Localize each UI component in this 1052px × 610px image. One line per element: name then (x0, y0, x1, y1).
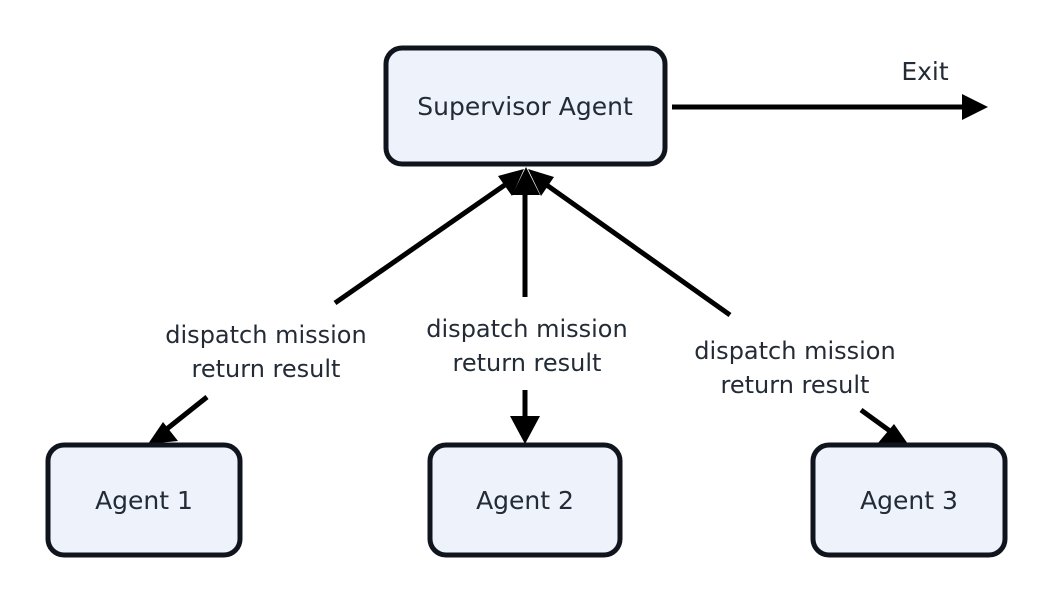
edge-agent2-up (512, 167, 540, 297)
edge-label-agent2: dispatch mission return result (426, 315, 627, 377)
agent1-label-line1: dispatch mission (165, 321, 366, 349)
agent3-down-line (859, 407, 896, 437)
supervisor-agent-box[interactable] (383, 45, 668, 167)
agent-1-box[interactable] (45, 442, 243, 558)
agent1-down-line (161, 395, 209, 434)
agent3-label-line2: return result (721, 371, 870, 399)
agent1-label-line2: return result (192, 355, 341, 383)
agent2-down-arrow-head (510, 416, 540, 444)
exit-arrow-head (962, 94, 988, 120)
agent-2-label: Agent 2 (476, 486, 574, 515)
node-agent-1[interactable]: Agent 1 (45, 442, 243, 558)
edge-label-agent1: dispatch mission return result (165, 321, 366, 383)
agent3-up-line (539, 178, 732, 318)
agent-1-label: Agent 1 (95, 486, 193, 515)
agent-2-box[interactable] (427, 442, 623, 558)
agent2-up-arrow-head (512, 167, 540, 195)
supervisor-agent-label: Supervisor Agent (417, 92, 633, 121)
agent3-down-arrow-head (878, 424, 908, 444)
agent1-up-line (333, 177, 514, 306)
node-supervisor-agent[interactable]: Supervisor Agent (383, 45, 668, 167)
agent3-up-arrow-head (528, 169, 554, 196)
edge-agent2-down (510, 390, 540, 444)
edge-exit: Exit (672, 57, 988, 120)
agent1-up-arrow-head (498, 169, 524, 196)
agent3-label-line1: dispatch mission (694, 337, 895, 365)
node-agent-3[interactable]: Agent 3 (810, 442, 1008, 558)
edge-agent1-up (333, 169, 524, 306)
agent-3-box[interactable] (810, 442, 1008, 558)
edge-agent1-down (148, 395, 209, 444)
edge-label-agent3: dispatch mission return result (694, 337, 895, 399)
agent-3-label: Agent 3 (860, 486, 958, 515)
exit-label: Exit (901, 57, 949, 86)
edge-agent3-down (859, 407, 908, 444)
agent1-down-arrow-head (148, 422, 178, 444)
edge-agent3-up (528, 169, 732, 318)
node-agent-2[interactable]: Agent 2 (427, 442, 623, 558)
agent2-label-line1: dispatch mission (426, 315, 627, 343)
agent2-label-line2: return result (453, 349, 602, 377)
